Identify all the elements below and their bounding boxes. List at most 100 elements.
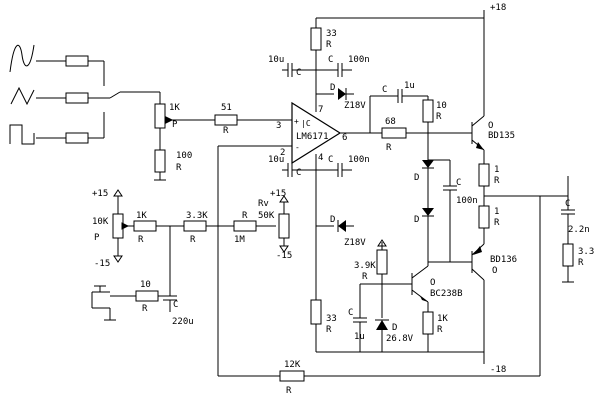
component-label: D xyxy=(330,215,335,225)
component-label: 2 xyxy=(280,148,285,158)
component-label: Z18V xyxy=(344,238,366,248)
component-label: C xyxy=(456,178,461,188)
component-label: C xyxy=(296,168,301,178)
transistor-bc238b: O BC238B xyxy=(398,261,463,303)
component-label: Rv xyxy=(258,199,269,209)
selector-switch xyxy=(109,91,121,99)
resistor-68 xyxy=(381,127,407,139)
component-label: 1u xyxy=(404,81,415,91)
component-label: 33 xyxy=(326,29,337,39)
component-label: C xyxy=(328,155,333,165)
component-label: 10u xyxy=(268,155,284,165)
component-label: 7 xyxy=(318,105,323,115)
component-label: D xyxy=(414,215,419,225)
pot-rv-50k xyxy=(278,213,290,239)
resistor-1-b xyxy=(478,205,490,229)
triangle-wave-icon xyxy=(10,86,35,106)
component-label: C xyxy=(328,55,333,65)
component-label: + xyxy=(294,117,299,126)
component-label: 33 xyxy=(326,314,337,324)
component-label: 10K xyxy=(92,217,109,227)
resistor-1m xyxy=(233,220,257,232)
component-label: R xyxy=(286,386,292,396)
component-label: 100n xyxy=(348,155,370,165)
component-label: C xyxy=(382,85,387,95)
resistor-1-a xyxy=(478,163,490,187)
component-label: D xyxy=(414,173,419,183)
component-label: 6 xyxy=(342,133,347,143)
component-label: P xyxy=(94,233,100,243)
component-label: R xyxy=(326,40,332,50)
resistor-51 xyxy=(214,114,238,126)
sine-wave-icon xyxy=(9,44,35,73)
component-label: 1 xyxy=(494,165,499,175)
component-label: O xyxy=(488,121,493,131)
component-label: R xyxy=(138,235,144,245)
component-label: 3.9K xyxy=(354,261,376,271)
resistor-12k xyxy=(279,370,305,382)
component-label: 1 xyxy=(494,207,499,217)
resistor-10 xyxy=(422,99,434,123)
input-pot: 1K P 100 R xyxy=(154,103,192,181)
component-label: 1K xyxy=(437,314,448,324)
component-label: D xyxy=(392,323,397,333)
resistor-3-9k xyxy=(376,249,388,275)
component-label: R xyxy=(494,218,500,228)
component-label: |C xyxy=(301,119,311,128)
waveform-sources xyxy=(9,44,161,145)
component-label: 10u xyxy=(268,55,284,65)
component-label: C xyxy=(173,300,178,310)
component-label: 2.2n xyxy=(568,225,590,235)
component-label: C xyxy=(348,308,353,318)
resistor-10-bias xyxy=(135,290,159,302)
component-label: R xyxy=(578,258,584,268)
component-label: R xyxy=(242,211,248,221)
component-label: 68 xyxy=(385,117,396,127)
component-label: 100n xyxy=(348,55,370,65)
component-label: R xyxy=(386,143,392,153)
component-label: 10 xyxy=(140,280,151,290)
component-label: 3 xyxy=(276,121,281,131)
component-label: +18 xyxy=(490,3,506,13)
resistor-1k-bias xyxy=(133,220,157,232)
component-label: - xyxy=(295,143,300,152)
component-label: -18 xyxy=(490,365,506,375)
component-label: 51 xyxy=(221,103,232,113)
square-wave-icon xyxy=(9,124,35,145)
component-label: P xyxy=(172,120,178,130)
component-label: 1K xyxy=(169,103,180,113)
component-label: 1M xyxy=(234,235,245,245)
component-label: BD136 xyxy=(490,255,517,265)
component-label: LM6171 xyxy=(296,132,329,142)
opamp-lm6171: + - LM6171 |C xyxy=(291,101,342,165)
component-label: 220u xyxy=(172,317,194,327)
component-label: R xyxy=(362,272,368,282)
resistor-triangle xyxy=(65,92,89,104)
component-label: R xyxy=(436,112,442,122)
component-label: 3.3K xyxy=(186,211,208,221)
component-label: 3.3 xyxy=(578,247,594,257)
component-label: 1u xyxy=(354,332,365,342)
component-label: R xyxy=(142,304,148,314)
component-label: C xyxy=(565,199,570,209)
component-label: 100 xyxy=(176,151,192,161)
component-label: 100n xyxy=(456,196,478,206)
component-label: C xyxy=(296,68,301,78)
component-label: +15 xyxy=(92,189,108,199)
component-label: -15 xyxy=(276,251,292,261)
transistor-bd135: O BD135 xyxy=(462,18,515,151)
component-label: BC238B xyxy=(430,289,463,299)
component-label: 4 xyxy=(318,153,323,163)
resistor-100 xyxy=(154,149,166,173)
component-label: 26.8V xyxy=(386,334,414,344)
component-label: +15 xyxy=(270,189,286,199)
component-label: BD135 xyxy=(488,131,515,141)
component-label: R xyxy=(494,176,500,186)
component-label: -15 xyxy=(94,259,110,269)
transistor-bd136: BD136 O xyxy=(450,243,517,352)
resistor-sine xyxy=(65,55,89,67)
resistor-square xyxy=(65,132,89,144)
resistor-1k-emitter xyxy=(422,311,434,335)
component-label: 50K xyxy=(258,211,275,221)
